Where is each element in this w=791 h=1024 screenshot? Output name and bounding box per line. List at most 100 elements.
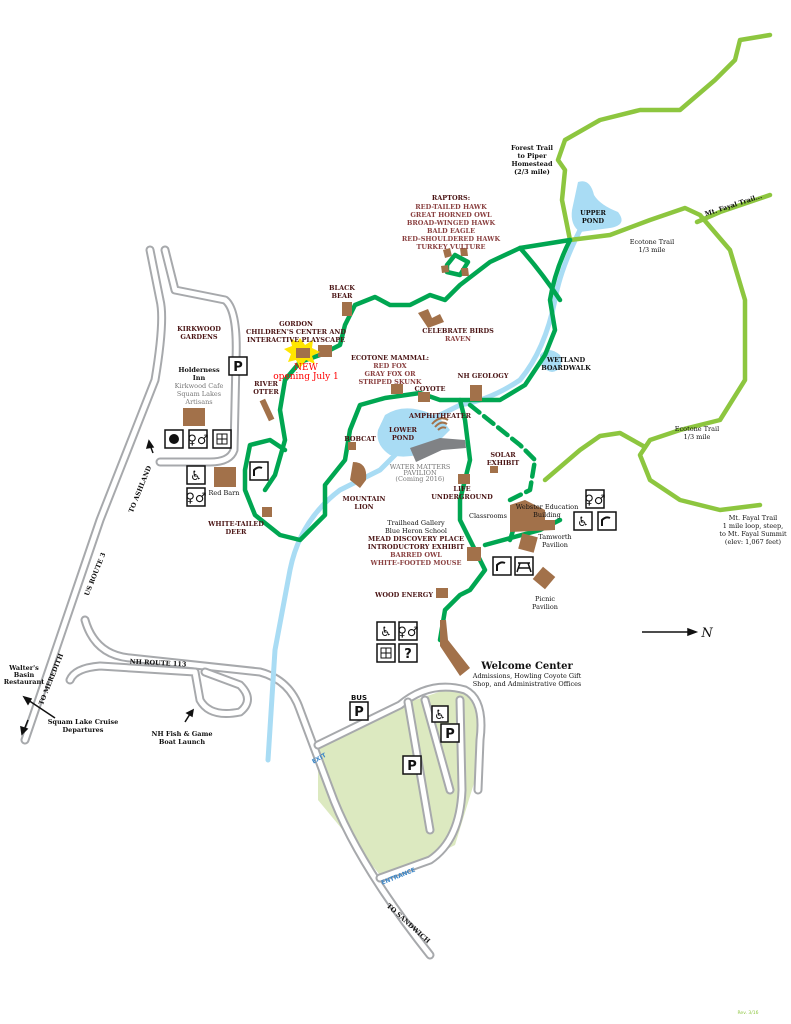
squam-cruise-label: Squam Lake Cruise xyxy=(48,718,119,726)
black-bear-label: BLACK xyxy=(329,284,355,292)
picnic-label: Picnic xyxy=(535,595,555,603)
celebrate-birds-label: CELEBRATE BIRDS xyxy=(422,327,494,335)
information-icon[interactable]: ? xyxy=(398,643,418,663)
svg-text:♿: ♿ xyxy=(577,515,589,530)
nh-geology-label: NH GEOLOGY xyxy=(458,372,509,380)
svg-text:♀♂: ♀♂ xyxy=(185,491,206,506)
svg-text:♿: ♿ xyxy=(190,469,202,484)
webster-label: Webster Education xyxy=(516,503,579,511)
picnic-label: Pavilion xyxy=(532,603,558,611)
tamworth-pavilion xyxy=(518,533,538,553)
red-barn-label: Red Barn xyxy=(209,489,240,497)
raptor-item: RED-SHOULDERED HAWK xyxy=(402,235,501,243)
restroom-icon: ♀♂ xyxy=(397,621,419,641)
svg-text:♀♂: ♀♂ xyxy=(397,625,418,640)
to-ashland-label: TO ASHLAND xyxy=(127,464,153,514)
welcome-center-label: Welcome Center xyxy=(480,661,573,672)
icons: P ♀♂ ♿ ♀♂ ♀♂ ♿ ♿ ♀♂ ? P ♿ P P xyxy=(164,356,617,775)
water-matters-pavilion xyxy=(410,438,466,462)
classrooms-label: Classrooms xyxy=(469,512,507,520)
white-tailed-deer-label: DEER xyxy=(226,528,248,536)
water-fountain-icon xyxy=(597,511,617,531)
to-sandwich-label: TO SANDWICH xyxy=(385,902,432,945)
white-tailed-deer-label: WHITE-TAILED xyxy=(207,520,264,528)
kirkwood-cafe-label: Kirkwood Cafe xyxy=(175,382,224,390)
svg-text:♿: ♿ xyxy=(380,625,392,640)
revision-label: Rev. 3/16 xyxy=(738,1010,759,1016)
celebrate-birds-building xyxy=(418,309,444,328)
life-underground xyxy=(458,474,470,484)
mead-animal: WHITE-FOOTED MOUSE xyxy=(370,559,462,567)
kirkwood-gardens-label: KIRKWOOD xyxy=(177,325,221,333)
solar-exhibit-label: EXHIBIT xyxy=(487,459,520,467)
svg-text:P: P xyxy=(445,727,455,742)
upper-pond-label: UPPER xyxy=(580,209,606,217)
raptor-item: BALD EAGLE xyxy=(427,227,475,235)
webster-building xyxy=(510,500,555,532)
geology-exhibit xyxy=(470,385,482,401)
mt-fayal-loop-label: Mt. Fayal Trail xyxy=(729,514,778,522)
solar-exhibit xyxy=(490,466,498,473)
wood-energy-label: WOOD ENERGY xyxy=(374,591,433,599)
upper-pond-label: POND xyxy=(582,217,604,225)
svg-text:P: P xyxy=(354,705,364,720)
water xyxy=(265,181,622,763)
ecotone-trail-label: 1/3 mile xyxy=(684,433,711,441)
new-opening-date: opening July 1 xyxy=(273,372,339,382)
raptor-item: TURKEY VULTURE xyxy=(416,243,485,251)
kirkwood-gardens-label: GARDENS xyxy=(180,333,218,341)
water-matters-label: WATER MATTERS xyxy=(390,463,451,471)
gift-shop-icon xyxy=(376,643,396,663)
forest-trail-label: (2/3 mile) xyxy=(514,168,550,176)
mountain-lion-label: LION xyxy=(354,503,373,511)
accessible-icon: ♿ xyxy=(376,621,396,641)
life-underground-label: LIFE xyxy=(453,485,470,493)
coyote-label: COYOTE xyxy=(415,385,446,393)
mt-fayal-loop-label: (elev: 1,067 feet) xyxy=(725,538,782,546)
accessible-parking-icon[interactable]: P xyxy=(440,723,460,743)
nh-route-113-label: NH ROUTE 113 xyxy=(130,658,188,669)
accessible-icon: ♿ xyxy=(186,465,206,485)
accessible-icon: ♿ xyxy=(573,511,593,531)
red-barn xyxy=(214,467,236,487)
amphitheater-label: AMPHITHEATER xyxy=(408,412,472,420)
arrow-icon xyxy=(184,713,191,723)
forest-trail-label: Forest Trail xyxy=(511,144,554,152)
forest-trail-label: to Piper xyxy=(517,152,547,160)
new-badge: NEW xyxy=(294,363,318,373)
blue-heron-school-label: Blue Heron School xyxy=(385,527,447,535)
svg-text:P: P xyxy=(233,360,243,375)
parking-icon[interactable]: P xyxy=(402,755,422,775)
raptor-item: BROAD-WINGED HAWK xyxy=(407,219,496,227)
gordon-label: GORDON xyxy=(279,320,313,328)
parking-icon[interactable]: P xyxy=(228,356,248,376)
kirkwood-cafe-label: Artisans xyxy=(184,398,212,406)
webster-label: Building xyxy=(533,511,561,519)
bus-parking-icon[interactable]: P xyxy=(349,701,369,721)
mead-label: MEAD DISCOVERY PLACE xyxy=(368,535,464,543)
mead-building xyxy=(467,547,481,561)
restroom-icon: ♀♂ xyxy=(185,487,207,507)
squam-cruise-label: Departures xyxy=(63,726,104,734)
raptor-enclosure xyxy=(443,248,452,258)
gordon-center xyxy=(318,345,332,357)
black-bear-enclosure xyxy=(342,302,352,316)
mountain-lion-enclosure xyxy=(350,462,367,488)
buildings xyxy=(183,248,556,676)
holderness-inn-label: Inn xyxy=(193,374,206,382)
bus-label: BUS xyxy=(351,694,367,702)
trailhead-gallery-label: Trailhead Gallery xyxy=(387,519,445,527)
restroom-icon: ♀♂ xyxy=(584,489,606,509)
kirkwood-cafe-label: Squam Lakes xyxy=(177,390,221,398)
upper-pond xyxy=(571,181,622,232)
walters-basin-label: Restaurant xyxy=(4,678,45,686)
mountain-lion-label: MOUNTAIN xyxy=(343,495,386,503)
amphitheater-icon xyxy=(431,417,449,431)
tamworth-label: Pavilion xyxy=(542,541,568,549)
arrows xyxy=(20,439,699,736)
water-matters-label: PAVILION xyxy=(403,469,437,477)
life-underground-label: UNDERGROUND xyxy=(431,493,493,501)
raptors-title: RAPTORS: xyxy=(432,194,470,202)
